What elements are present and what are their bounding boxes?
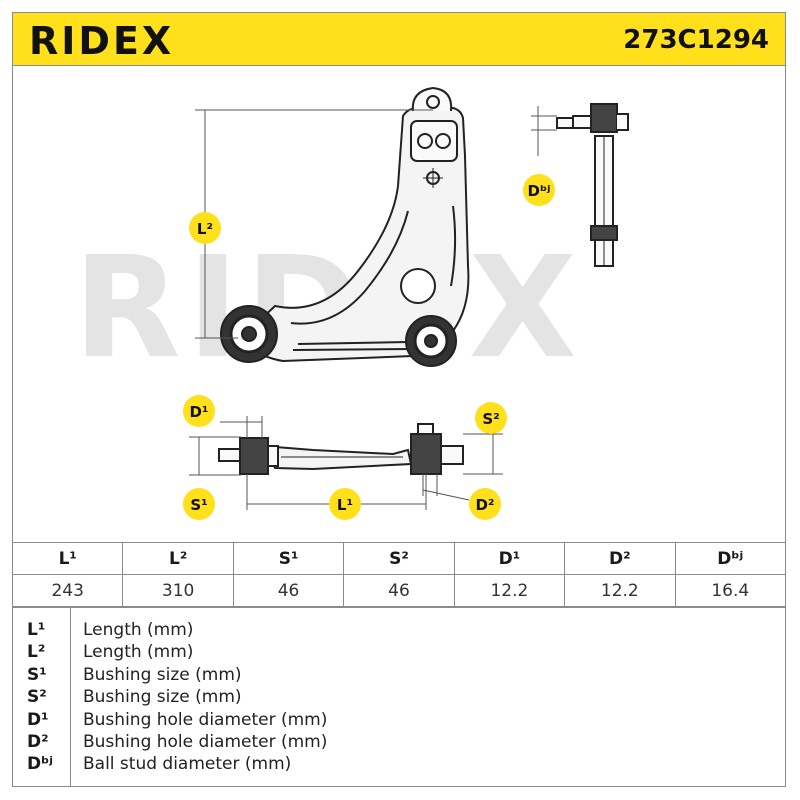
legend-item: L² Length (mm) — [13, 642, 787, 664]
legend-key: L² — [27, 642, 46, 662]
table-header-row: L¹ L² S¹ S² D¹ D² Dᵇʲ — [11, 542, 787, 575]
label-L1: L¹ — [337, 496, 353, 514]
dimensions-table: L¹ L² S¹ S² D¹ D² Dᵇʲ 243 310 46 46 12.2… — [11, 542, 787, 607]
legend-key: Dᵇʲ — [27, 754, 53, 774]
legend-text: Length (mm) — [83, 642, 194, 662]
table-header: D¹ — [453, 542, 566, 575]
label-D1: D¹ — [189, 403, 208, 421]
badge-Dbj — [523, 174, 555, 206]
badge-S1 — [183, 488, 215, 520]
label-Dbj: Dᵇʲ — [528, 182, 551, 200]
table-header: Dᵇʲ — [674, 542, 787, 575]
label-D2: D² — [475, 496, 494, 514]
ball-joint-view — [556, 103, 629, 267]
legend-text: Bushing hole diameter (mm) — [83, 732, 328, 752]
label-S2: S² — [482, 410, 499, 428]
table-cell: 243 — [11, 574, 124, 607]
table-cell: 310 — [122, 574, 234, 607]
label-S1: S¹ — [190, 496, 207, 514]
legend-divider — [70, 608, 71, 786]
legend-item: D¹ Bushing hole diameter (mm) — [13, 710, 787, 732]
table-cell: 46 — [343, 574, 455, 607]
table-cell: 16.4 — [674, 574, 787, 607]
legend-item: D² Bushing hole diameter (mm) — [13, 732, 787, 754]
table-cell: 12.2 — [564, 574, 676, 607]
table-cell: 12.2 — [453, 574, 566, 607]
legend-text: Bushing size (mm) — [83, 687, 242, 707]
badge-L1 — [329, 488, 361, 520]
legend-text: Ball stud diameter (mm) — [83, 754, 292, 774]
legend-key: D² — [27, 732, 49, 752]
legend-text: Bushing hole diameter (mm) — [83, 710, 328, 730]
badge-D2 — [469, 488, 501, 520]
table-header: D² — [564, 542, 676, 575]
legend-key: S² — [27, 687, 47, 707]
table-header: L² — [122, 542, 234, 575]
control-arm-top-view — [220, 86, 470, 367]
badge-S2 — [475, 402, 507, 434]
control-arm-side-view — [218, 423, 464, 475]
table-cell: 46 — [232, 574, 345, 607]
side-view-dimensions — [189, 416, 503, 510]
header-bar: RIDEX 273C1294 — [12, 12, 786, 66]
part-number: 273C1294 — [623, 25, 769, 55]
legend-text: Length (mm) — [83, 620, 194, 640]
legend-key: D¹ — [27, 710, 49, 730]
badge-D1 — [183, 395, 215, 427]
table-row: 243 310 46 46 12.2 12.2 16.4 — [11, 574, 787, 607]
label-L2: L² — [197, 220, 213, 238]
table-header: S¹ — [232, 542, 345, 575]
dimension-Dbj — [531, 106, 557, 156]
legend-item: S² Bushing size (mm) — [13, 687, 787, 709]
table-header: L¹ — [11, 542, 124, 575]
legend-text: Bushing size (mm) — [83, 665, 242, 685]
legend-item: S¹ Bushing size (mm) — [13, 665, 787, 687]
legend-item: Dᵇʲ Ball stud diameter (mm) — [13, 754, 787, 776]
legend-box: L¹ Length (mm) L² Length (mm) S¹ Bushing… — [12, 607, 786, 787]
badge-L2 — [189, 212, 221, 244]
legend-key: S¹ — [27, 665, 47, 685]
technical-drawing: RIDEX — [12, 66, 786, 543]
legend-key: L¹ — [27, 620, 46, 640]
legend-item: L¹ Length (mm) — [13, 620, 787, 642]
brand-logo: RIDEX — [29, 19, 175, 63]
table-header: S² — [343, 542, 455, 575]
drawing-svg: RIDEX — [73, 86, 629, 520]
